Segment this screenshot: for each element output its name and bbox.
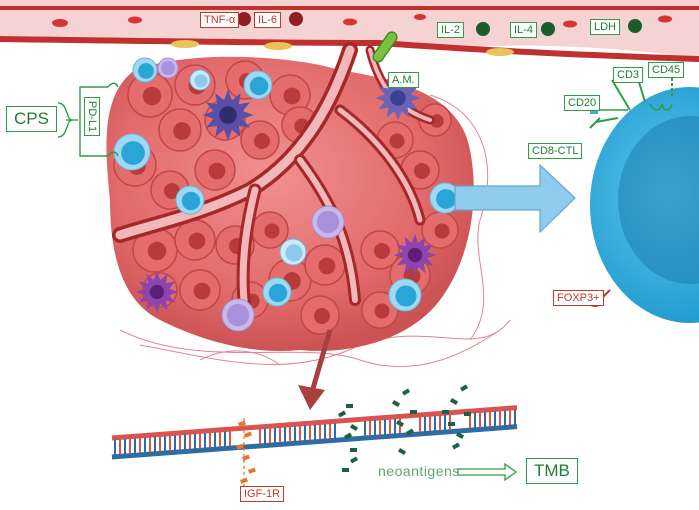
- tnf-alpha-label: TNF-α: [200, 12, 240, 28]
- tumor-cell: [132, 227, 178, 273]
- lymphocyte: [262, 277, 292, 307]
- il6-label: IL-6: [254, 12, 281, 28]
- cd45-label: CD45: [648, 62, 685, 78]
- red-blood-cells: [52, 14, 672, 28]
- foxp3-label: FOXP3+: [553, 290, 604, 306]
- endothelial-nuclei: [171, 40, 514, 56]
- pdl1-bracket: [57, 82, 119, 157]
- tumor-cell: [251, 211, 289, 249]
- red-arrow: [298, 329, 333, 410]
- dendritic-cell: [202, 89, 254, 141]
- igf1r-label: IGF-1R: [240, 486, 285, 502]
- tumor-cell: [360, 230, 400, 270]
- cd8-ctl-label: CD8-CTL: [528, 143, 583, 159]
- pdl1-label: PD-L1: [84, 97, 100, 137]
- tumor-cell: [194, 149, 236, 191]
- macrophage: [221, 298, 255, 332]
- naive-lymphocyte: [279, 238, 307, 266]
- blue-arrow: [454, 163, 576, 234]
- am-bacterium-icon: [372, 31, 398, 63]
- cd3-label: CD3: [613, 67, 644, 83]
- am-label: A.M.: [388, 72, 419, 88]
- lymphocyte: [113, 133, 151, 171]
- cps-label: CPS: [6, 106, 57, 132]
- neoantigens-label: neoantigens: [378, 463, 460, 479]
- immune-cells: [113, 57, 461, 332]
- tumor-cell: [179, 269, 221, 311]
- ldh-label: LDH: [590, 19, 621, 35]
- tumor-cell: [304, 244, 346, 286]
- dendritic-cell: [136, 271, 178, 313]
- dendritic-cell: [394, 234, 436, 276]
- naive-lymphocyte: [189, 69, 211, 91]
- stromal-fibers: [119, 94, 511, 368]
- cd20-label: CD20: [564, 95, 601, 111]
- tumor-cell: [240, 120, 280, 160]
- il2-label: IL-2: [437, 22, 464, 38]
- lymphocyte: [243, 70, 273, 100]
- macrophage: [157, 57, 179, 79]
- lymphocyte: [132, 57, 158, 83]
- tumor-cell: [174, 219, 216, 261]
- tumor-cell: [300, 295, 340, 335]
- macrophage: [311, 205, 345, 239]
- blood-vessel: [0, 0, 699, 62]
- dna-strand: [111, 384, 518, 488]
- tumor-cell: [361, 291, 399, 329]
- cytokine-markers: [237, 12, 642, 36]
- tmb-label: TMB: [526, 458, 578, 484]
- cd8-ctl-cell: [587, 60, 699, 323]
- lymphocyte: [388, 278, 422, 312]
- il4-label: IL-4: [510, 22, 537, 38]
- lymphocyte: [175, 185, 205, 215]
- tumor-cell: [421, 211, 459, 249]
- neoantigen-arrow: [457, 462, 518, 482]
- tumor-cell: [127, 72, 173, 118]
- tumor-cell: [158, 108, 202, 152]
